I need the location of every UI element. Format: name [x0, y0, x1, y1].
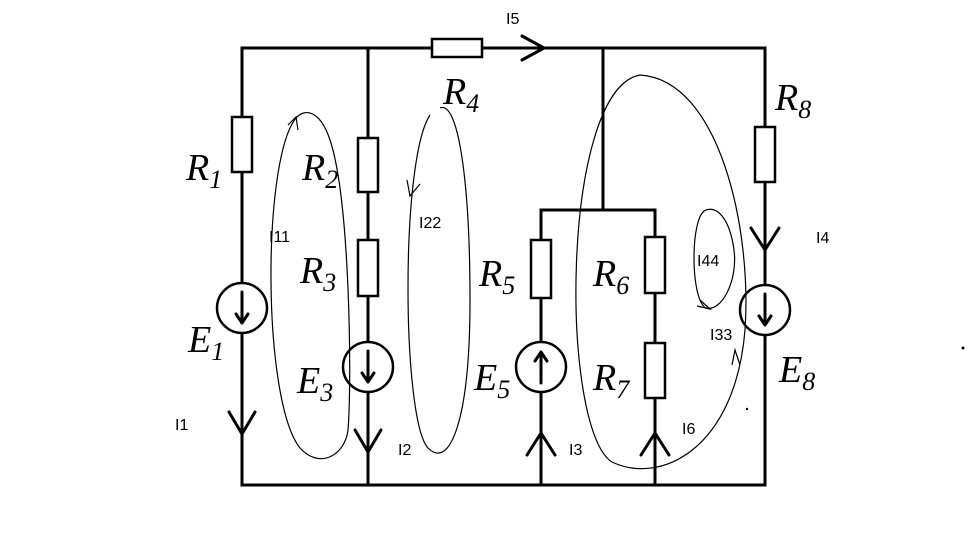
loop-I22	[406, 106, 471, 454]
stray-dot	[745, 407, 749, 411]
label-current-I1: I1	[175, 417, 188, 434]
wires	[240, 46, 767, 487]
source-E5	[514, 340, 568, 394]
label-current-I2: I2	[398, 442, 411, 459]
resistor-R6	[643, 235, 667, 295]
source-E3	[341, 340, 395, 394]
label-E1: E1	[187, 319, 224, 366]
label-R1: R1	[185, 147, 222, 194]
label-R6: R6	[592, 253, 629, 300]
loop-I33	[575, 74, 747, 470]
source-E1	[215, 281, 269, 335]
resistor-R8	[753, 125, 777, 184]
label-current-I6: I6	[682, 421, 695, 438]
label-R4: R4	[442, 71, 479, 118]
label-R3: R3	[299, 250, 336, 297]
label-loop-I33: I33	[710, 327, 732, 344]
current-arrow-I6	[639, 431, 671, 457]
label-current-I5: I5	[506, 11, 519, 28]
current-arrow-I1	[227, 410, 257, 436]
resistor-R1	[230, 115, 254, 174]
label-loop-I44: I44	[697, 253, 719, 270]
label-R5: R5	[478, 253, 515, 300]
label-E3: E3	[296, 360, 333, 407]
resistor-R2	[356, 136, 380, 194]
loop-I44	[693, 208, 736, 311]
label-loop-I11: I11	[269, 229, 290, 246]
current-arrow-I4	[749, 226, 781, 252]
label-E5: E5	[473, 357, 510, 404]
resistor-R3	[356, 238, 380, 298]
label-R8: R8	[774, 77, 811, 124]
resistor-R5	[529, 238, 553, 300]
current-arrow-I5	[520, 34, 546, 62]
label-R2: R2	[301, 147, 338, 194]
label-loop-I22: I22	[419, 215, 441, 232]
current-arrow-I2	[353, 428, 383, 454]
label-E8: E8	[778, 349, 815, 396]
label-current-I4: I4	[816, 230, 829, 247]
loop-I11	[270, 112, 351, 460]
label-R7: R7	[592, 357, 630, 404]
stray-dot	[961, 346, 965, 350]
resistor-R4	[430, 37, 484, 59]
label-current-I3: I3	[569, 442, 582, 459]
resistor-R7	[643, 341, 667, 400]
current-arrow-I3	[525, 431, 557, 457]
source-E8	[738, 283, 792, 337]
